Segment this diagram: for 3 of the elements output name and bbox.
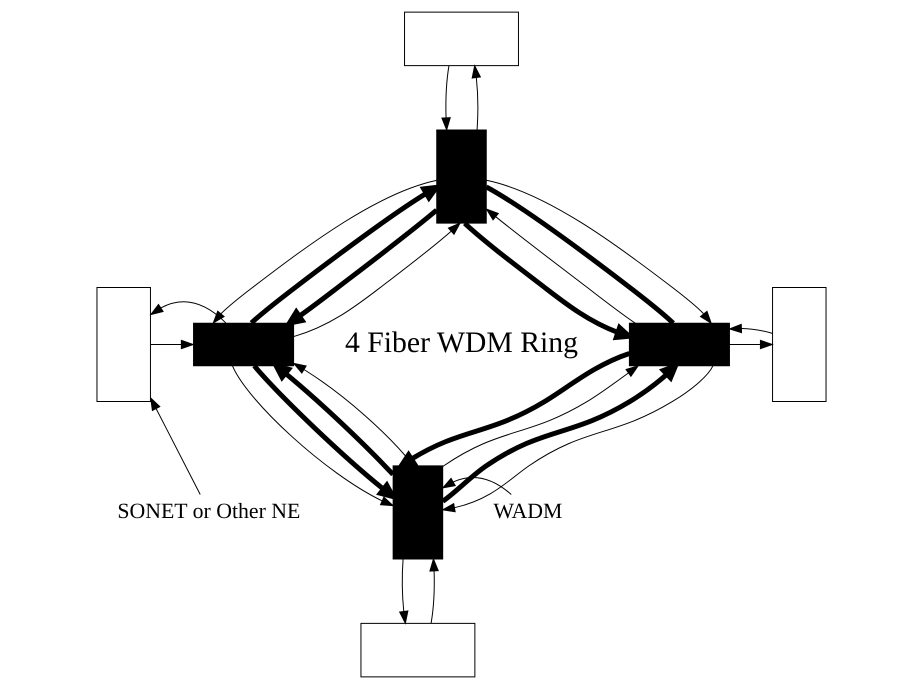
node-text: WADM — [493, 498, 562, 523]
label: 4 Fiber WDM Ring — [345, 326, 578, 359]
node-text: SONET or Other NE — [117, 498, 300, 523]
